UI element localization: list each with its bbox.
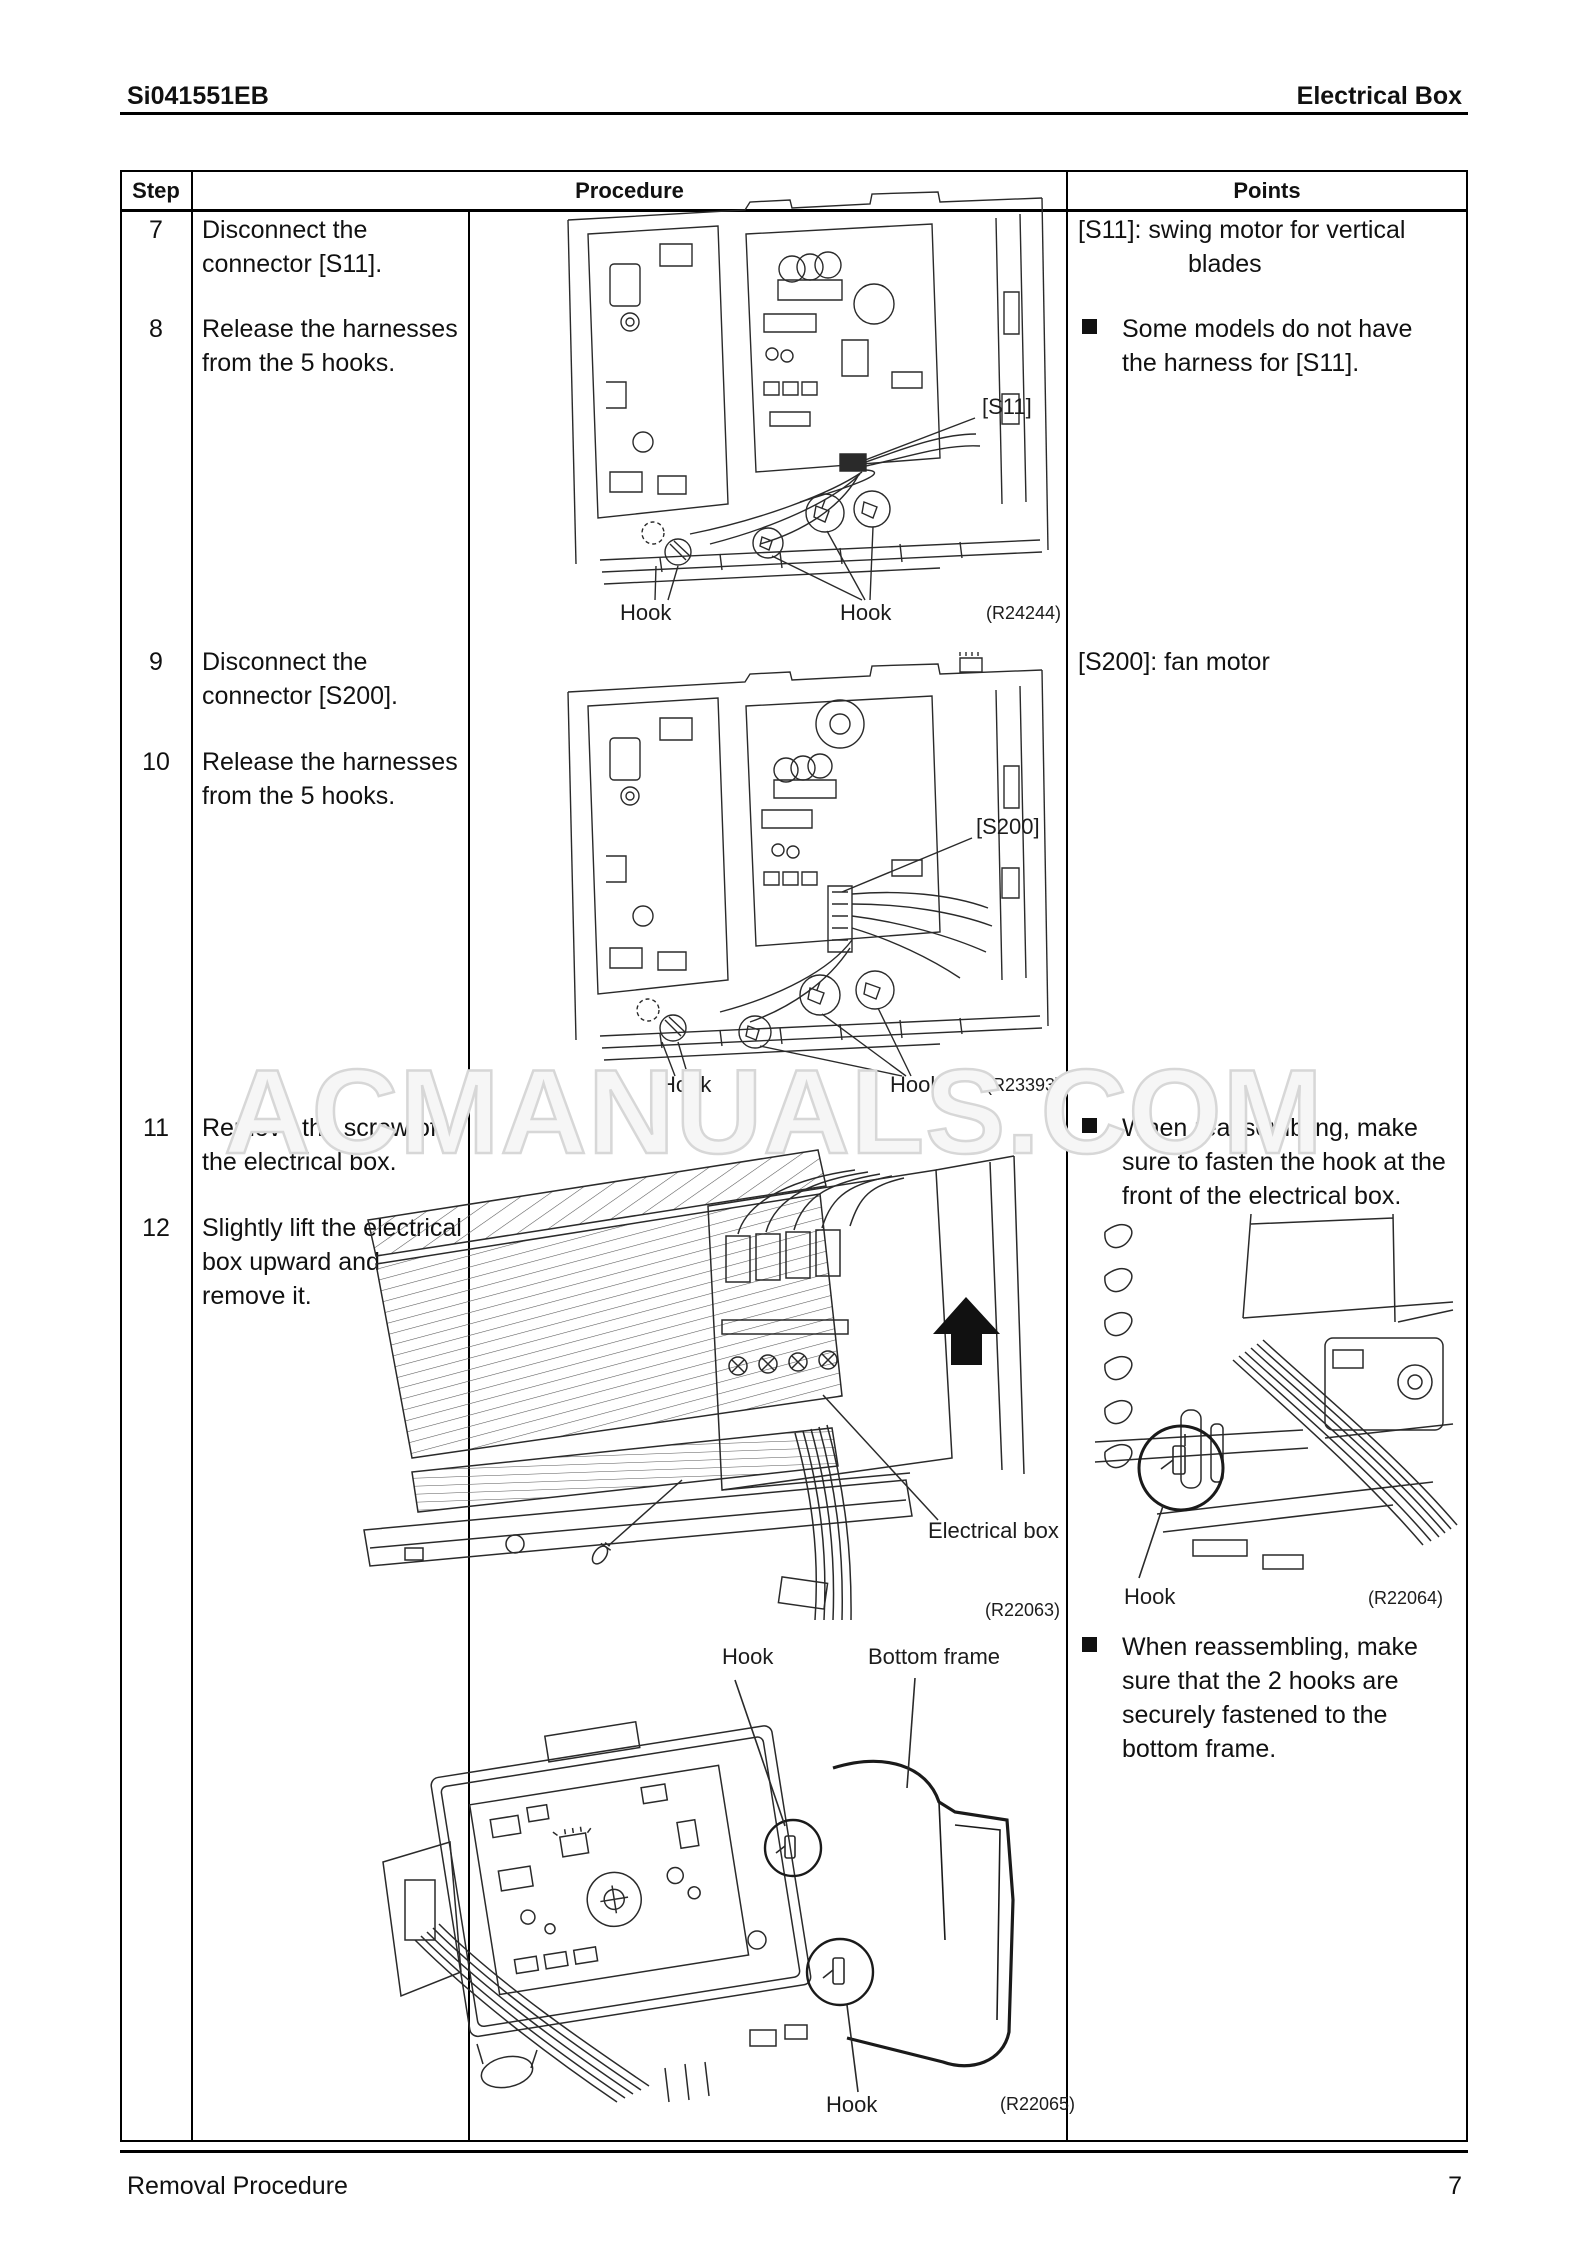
step-number-12: 12 bbox=[142, 1214, 170, 1242]
bullet-square-icon bbox=[1082, 1118, 1097, 1133]
figure-front-hook-illustration bbox=[1093, 1210, 1465, 1590]
figure-s200-hook-label-right: Hook bbox=[890, 1072, 942, 1097]
footer-section: Removal Procedure bbox=[127, 2172, 348, 2200]
table-divider-procedure-figure bbox=[468, 212, 470, 2140]
point-bullet-front-hook: When reassembling, make sure to fasten t… bbox=[1122, 1114, 1446, 1210]
step-number-11: 11 bbox=[143, 1114, 169, 1142]
step-number-8: 8 bbox=[149, 315, 163, 343]
figure-s11-ref: (R24244) bbox=[986, 603, 1062, 623]
figure-bottom-hook-top-label: Hook bbox=[722, 1644, 774, 1669]
table-divider-points bbox=[1066, 170, 1068, 2142]
table-border-left bbox=[120, 170, 122, 2142]
figure-bottom-frame-illustration bbox=[355, 1640, 1065, 2135]
figure-s11-callout: [S11] bbox=[982, 394, 1032, 419]
bullet-square-icon bbox=[1082, 319, 1097, 334]
table-divider-step bbox=[191, 170, 193, 2142]
table-border-right bbox=[1466, 170, 1468, 2142]
figure-front-hook-label: Hook bbox=[1124, 1584, 1176, 1609]
step-number-7: 7 bbox=[149, 216, 163, 244]
step-number-9: 9 bbox=[149, 648, 163, 676]
footer-rule bbox=[120, 2150, 1468, 2153]
bullet-square-icon bbox=[1082, 1637, 1097, 1652]
point-bullet-models: Some models do not have the harness for … bbox=[1122, 315, 1413, 377]
figure-electrical-box-illustration bbox=[350, 1128, 1068, 1633]
page-section-title: Electrical Box bbox=[1296, 82, 1462, 110]
header-rule bbox=[120, 112, 1468, 115]
figure-s11-hook-label-right: Hook bbox=[840, 600, 892, 625]
figure-s11-illustration bbox=[540, 172, 1068, 632]
figure-s200-illustration bbox=[540, 640, 1068, 1110]
arrow-up-icon bbox=[933, 1297, 1000, 1365]
step-11-text: Remove the screw of the electrical box. bbox=[202, 1114, 437, 1176]
point-s11-note-line2: blades bbox=[1188, 250, 1262, 278]
watermark-text: ACMANUALS.COM bbox=[223, 1045, 1324, 1179]
figure-s200-callout: [S200] bbox=[976, 814, 1040, 839]
point-bullet-bottom-frame: When reassembling, make sure that the 2 … bbox=[1122, 1633, 1418, 1763]
table-border-top bbox=[120, 170, 1468, 172]
column-header-step: Step bbox=[132, 178, 180, 203]
table-border-bottom bbox=[120, 2140, 1468, 2142]
figure-s200-ref: (R23393) bbox=[986, 1075, 1062, 1095]
step-7-text: Disconnect the connector [S11]. bbox=[202, 216, 383, 278]
figure-bottom-frame-label: Bottom frame bbox=[868, 1644, 1001, 1669]
step-10-text: Release the harnesses from the 5 hooks. bbox=[202, 748, 458, 810]
column-header-procedure: Procedure bbox=[575, 178, 684, 203]
table-header-rule bbox=[120, 209, 1468, 212]
step-number-10: 10 bbox=[142, 748, 170, 776]
point-s200-note: [S200]: fan motor bbox=[1078, 648, 1270, 676]
column-header-points: Points bbox=[1233, 178, 1301, 203]
point-s11-note: [S11]: swing motor for vertical bbox=[1078, 216, 1406, 244]
document-id: Si041551EB bbox=[127, 82, 269, 110]
figure-front-hook-ref: (R22064) bbox=[1368, 1588, 1444, 1608]
figure-bottom-frame-ref: (R22065) bbox=[1000, 2094, 1076, 2114]
figure-s200-hook-label-left: Hook bbox=[660, 1072, 712, 1097]
step-8-text: Release the harnesses from the 5 hooks. bbox=[202, 315, 458, 377]
step-9-text: Disconnect the connector [S200]. bbox=[202, 648, 398, 710]
figure-electrical-box-callout: Electrical box bbox=[928, 1518, 1059, 1543]
figure-bottom-hook-bottom-label: Hook bbox=[826, 2092, 878, 2117]
figure-electrical-box-ref: (R22063) bbox=[985, 1600, 1061, 1620]
footer-page-number: 7 bbox=[1448, 2172, 1462, 2200]
figure-s11-hook-label-left: Hook bbox=[620, 600, 672, 625]
